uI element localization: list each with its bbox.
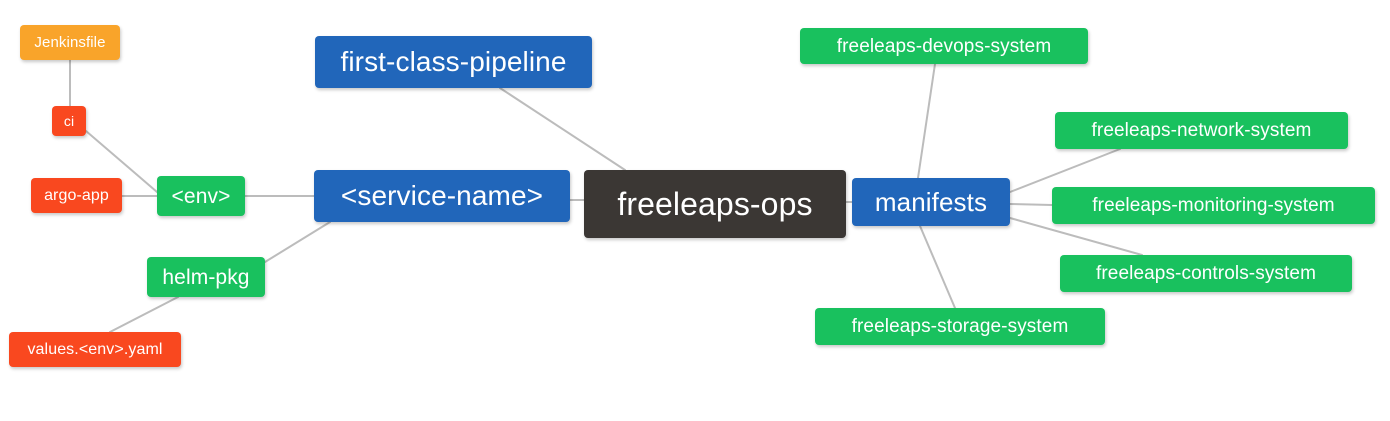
node-freeleaps-ops[interactable]: freeleaps-ops [584,170,846,238]
edge-ci-to-env [85,130,158,193]
edge-manifests-to-network [1009,148,1121,193]
node-storage[interactable]: freeleaps-storage-system [815,308,1105,345]
edge-manifests-to-monitoring [1009,203,1053,206]
node-env[interactable]: <env> [157,176,245,216]
node-ci[interactable]: ci [52,106,86,136]
node-network[interactable]: freeleaps-network-system [1055,112,1348,149]
edge-manifests-to-storage [919,225,956,309]
edge-manifests-to-controls [1009,217,1143,256]
node-jenkinsfile[interactable]: Jenkinsfile [20,25,120,60]
node-service-name[interactable]: <service-name> [314,170,570,222]
node-argo-app[interactable]: argo-app [31,178,122,213]
node-controls[interactable]: freeleaps-controls-system [1060,255,1352,292]
node-monitoring[interactable]: freeleaps-monitoring-system [1052,187,1375,224]
edge-service-name-to-helm-pkg [264,221,331,263]
node-values-yaml[interactable]: values.<env>.yaml [9,332,181,367]
edge-helm-pkg-to-values-yaml [109,296,179,333]
edge-manifests-to-devops [917,63,936,179]
node-manifests[interactable]: manifests [852,178,1010,226]
edge-pipeline-to-freeleaps-ops [499,87,626,171]
node-devops[interactable]: freeleaps-devops-system [800,28,1088,64]
node-helm-pkg[interactable]: helm-pkg [147,257,265,297]
node-pipeline[interactable]: first-class-pipeline [315,36,592,88]
